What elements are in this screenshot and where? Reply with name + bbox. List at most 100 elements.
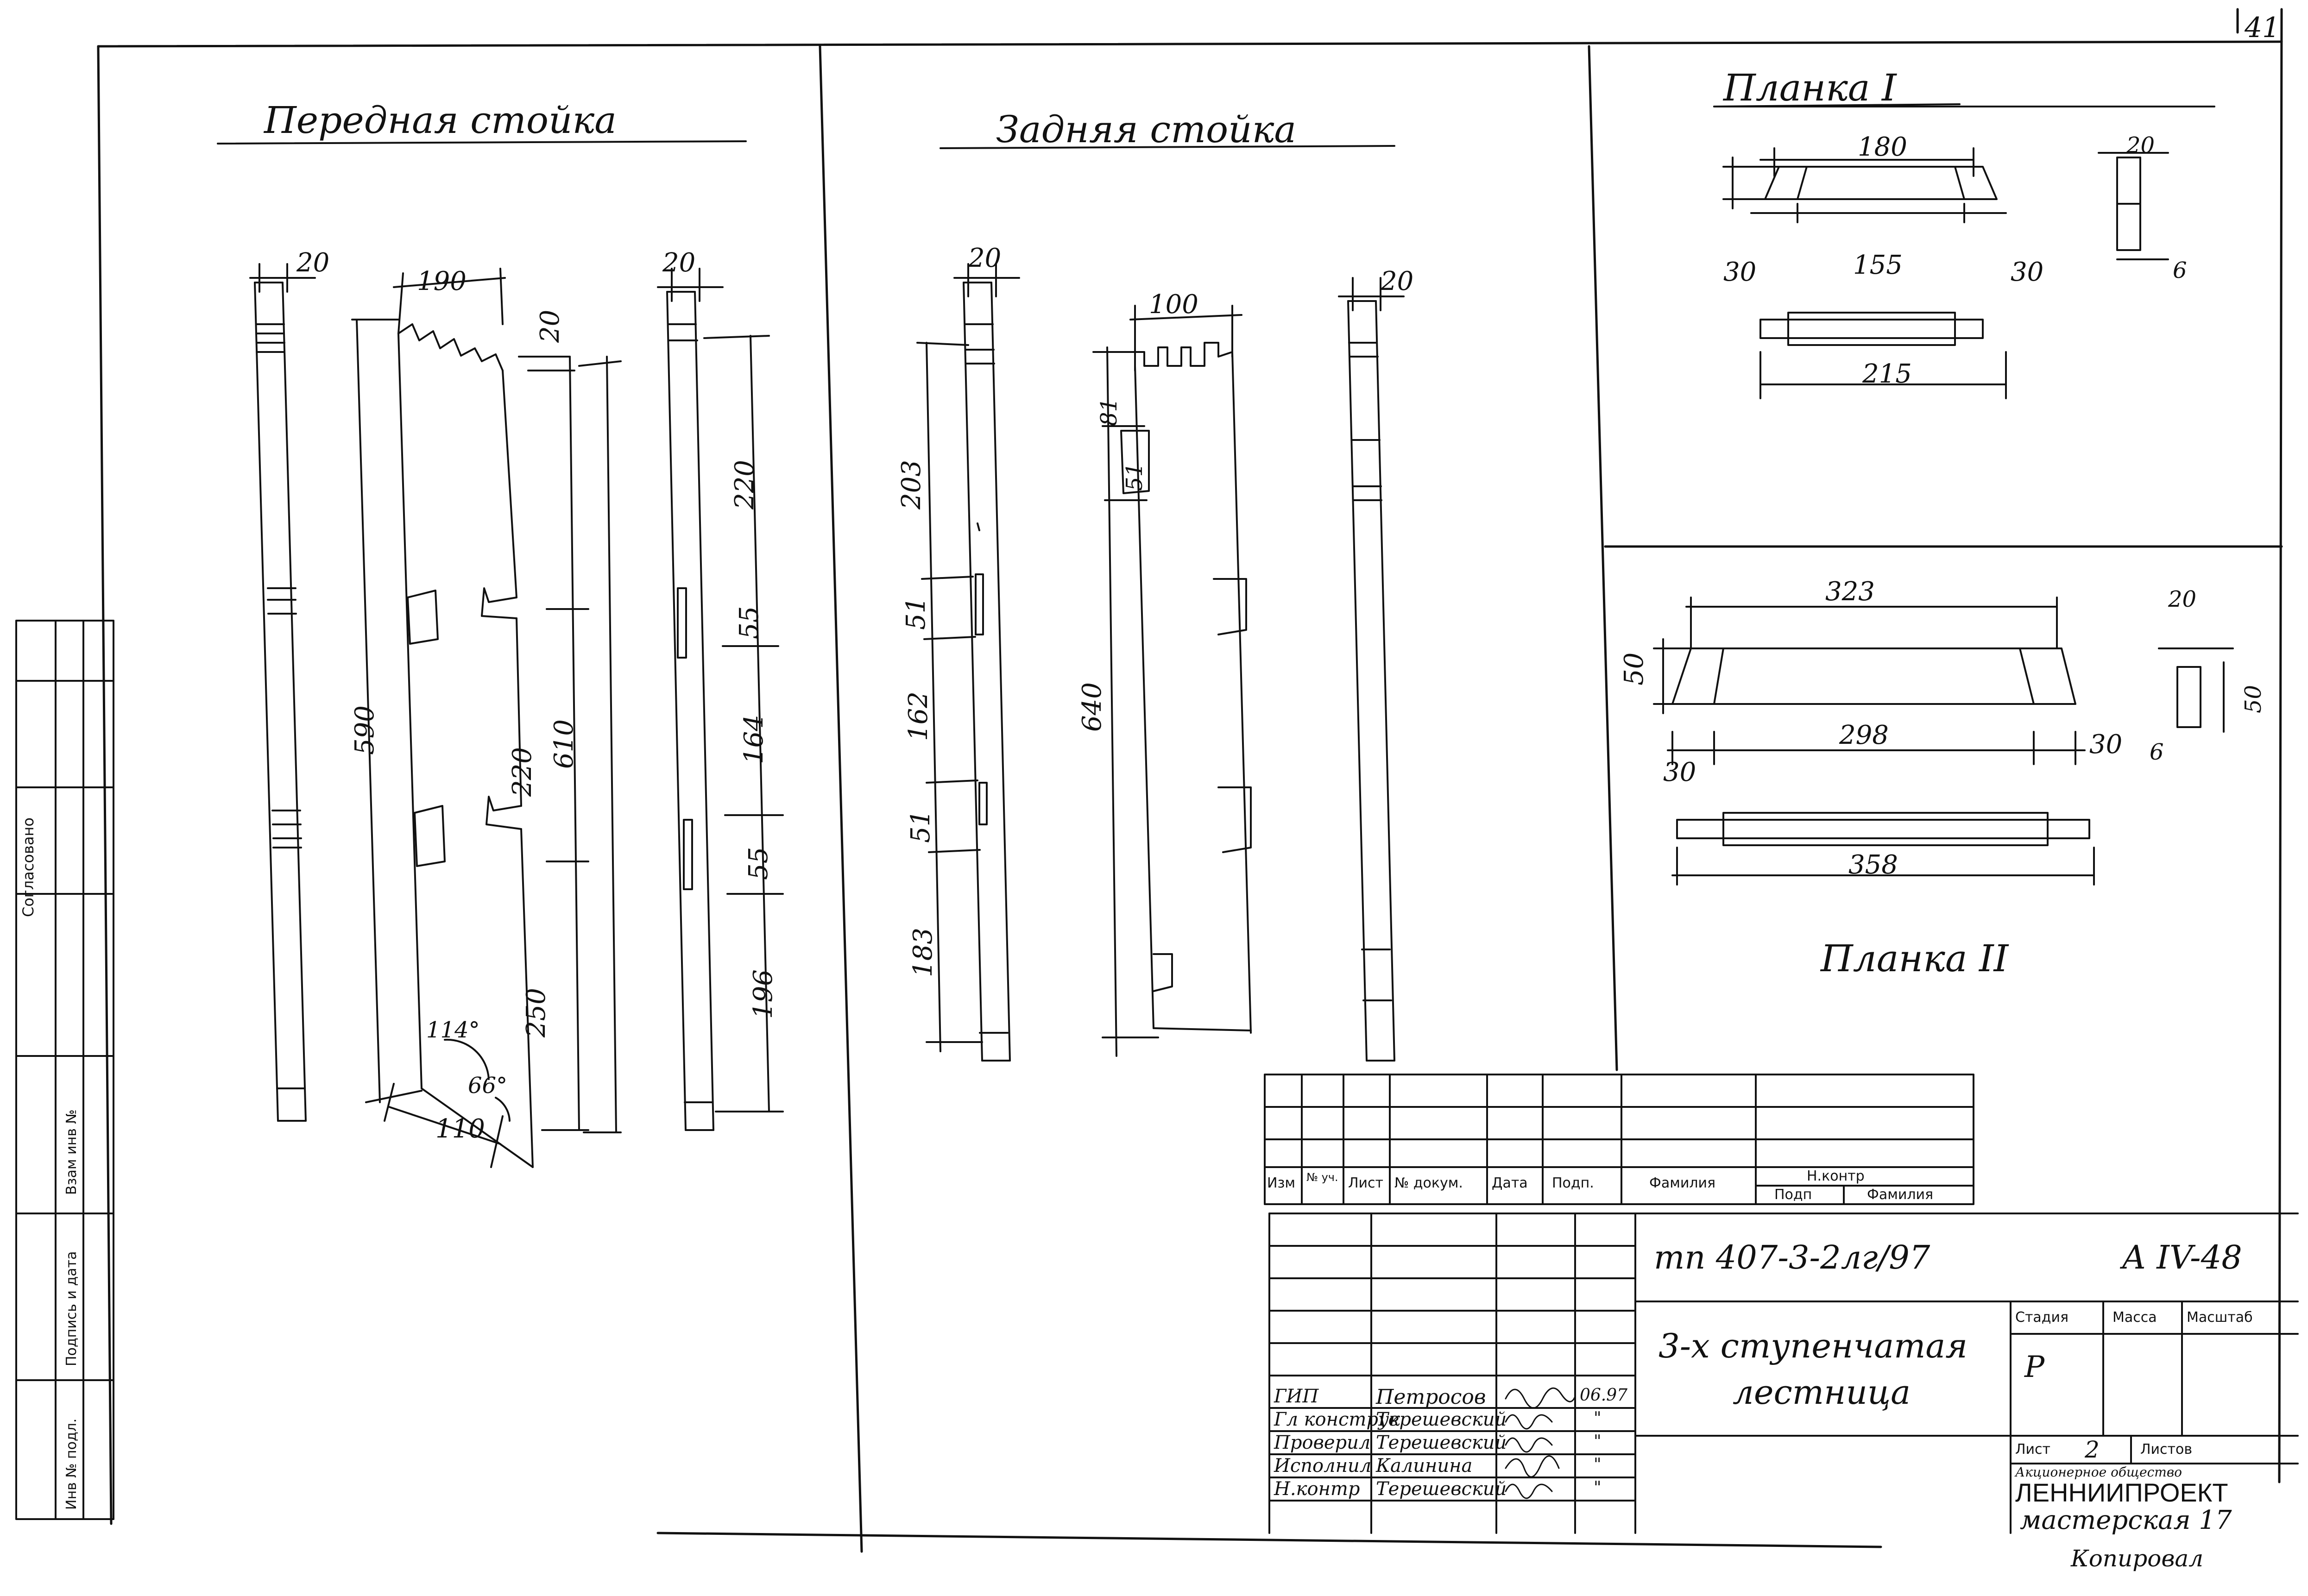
interchange-label: Взам инв №	[63, 1109, 80, 1195]
plank-2-drawing	[1653, 597, 2234, 886]
dimension-label: 323	[1825, 577, 1875, 607]
copy-stamp: Копировал	[2071, 1545, 2204, 1572]
dimension-label: 20	[296, 248, 330, 278]
workshop-name: мастерская 17	[2020, 1505, 2232, 1535]
date-gip: 06.97	[1580, 1386, 1628, 1405]
dimension-label: 220	[730, 460, 760, 509]
date-checked: "	[1594, 1432, 1602, 1451]
angle-label: 66°	[468, 1073, 508, 1099]
front-post-edge-view	[249, 263, 316, 1122]
norm-sub-signature: Подп	[1774, 1187, 1812, 1203]
name-checked: Терешевский	[1376, 1432, 1507, 1453]
dimension-label: 190	[417, 266, 467, 296]
title-block-grid	[1268, 1213, 2299, 1534]
dimension-label: 50	[1619, 652, 1649, 685]
view-title-underlines	[217, 103, 1961, 149]
rev-header-change: Изм	[1267, 1175, 1296, 1191]
title-line-2: лестница	[1733, 1373, 1911, 1412]
role-chief-designer: Гл конструк	[1274, 1409, 1400, 1430]
rear-post-edge-view	[916, 263, 1020, 1062]
rev-header-date: Дата	[1492, 1175, 1528, 1191]
sheets-label: Листов	[2140, 1441, 2193, 1458]
project-code: тп 407-3-2лг/97	[1654, 1238, 1930, 1276]
signature-date-label: Подпись и дата	[63, 1251, 80, 1367]
dimension-label: 20	[1381, 266, 1414, 296]
dimension-label: 30	[2011, 257, 2044, 287]
dimension-label: 155	[1853, 250, 1903, 280]
dimension-label: 298	[1839, 720, 1889, 750]
date-norm-control: "	[1594, 1478, 1602, 1497]
stage-header: Стадия	[2015, 1309, 2069, 1326]
sheet-label: Лист	[2015, 1441, 2051, 1458]
dimension-label: 51	[1122, 462, 1148, 491]
dimension-label: 81	[1096, 397, 1122, 426]
plank-1-drawing	[1713, 106, 2215, 399]
agreed-label: Согласовано	[19, 817, 37, 917]
dimension-label: 100	[1149, 289, 1198, 320]
dimension-label: 55	[734, 606, 764, 639]
dimension-label: 20	[662, 248, 696, 278]
dimension-label: 30	[1723, 257, 1757, 287]
rev-header-sheet: Лист	[1348, 1175, 1384, 1191]
role-checked: Проверил	[1274, 1432, 1371, 1453]
angle-label: 114°	[426, 1017, 480, 1043]
dimension-label: 358	[1848, 850, 1898, 880]
dimension-label: 30	[1663, 757, 1696, 787]
dimension-label: 250	[521, 988, 551, 1037]
sheet-frame	[97, 8, 2283, 1553]
signatures	[1505, 1387, 1576, 1499]
front-post-profile	[351, 268, 622, 1168]
dimension-label: 220	[507, 747, 537, 797]
rev-header-item: № уч.	[1306, 1171, 1338, 1184]
name-norm-control: Терешевский	[1376, 1478, 1507, 1500]
sheet-number: 41	[2245, 12, 2280, 44]
dimension-label: 51	[906, 810, 936, 843]
dimension-label: 20	[968, 243, 1002, 273]
front-post-title: Передная стойка	[264, 99, 617, 142]
dimension-label: 30	[2089, 729, 2123, 760]
rev-header-surname: Фамилия	[1649, 1175, 1716, 1191]
dimension-label: 180	[1858, 132, 1907, 162]
rev-header-signature: Подп.	[1552, 1175, 1594, 1191]
album-number: А IV-48	[2122, 1238, 2242, 1276]
sheet-value: 2	[2085, 1436, 2100, 1463]
role-norm-control: Н.контр	[1274, 1478, 1360, 1500]
dimension-label: 20	[2168, 586, 2197, 612]
revision-table-grid	[1264, 1074, 1974, 1205]
dimension-label: 20	[2126, 132, 2155, 158]
organization-name: ЛЕННИИПРОЕКТ	[2015, 1478, 2228, 1507]
norm-control-label: Н.контр	[1807, 1168, 1865, 1184]
dimension-label: 6	[2150, 739, 2164, 765]
dimension-label: 183	[908, 928, 938, 977]
dimension-label: 20	[535, 309, 565, 343]
mass-header: Масса	[2113, 1309, 2157, 1326]
plank-2-title: Планка II	[1821, 937, 2009, 980]
dimension-label: 590	[350, 705, 380, 755]
scale-header: Масштаб	[2187, 1309, 2253, 1326]
date-executed: "	[1594, 1455, 1602, 1474]
front-post-edge-right	[657, 268, 784, 1131]
stage-value: Р	[2024, 1350, 2045, 1384]
name-gip: Петросов	[1376, 1385, 1486, 1409]
dimension-label: 215	[1862, 359, 1912, 389]
org-small: Акционерное общество	[2015, 1464, 2182, 1480]
role-gip: ГИП	[1274, 1386, 1319, 1407]
side-stamp-frame	[15, 620, 114, 1520]
dimension-label: 51	[901, 597, 931, 630]
dimension-label: 203	[896, 460, 927, 509]
name-chief-designer: Терешевский	[1376, 1409, 1507, 1430]
date-chief-designer: "	[1594, 1409, 1602, 1428]
title-line-1: 3-х ступенчатая	[1658, 1326, 1967, 1365]
rev-header-document: № докум.	[1394, 1175, 1463, 1191]
dimension-label: 162	[903, 691, 933, 741]
dimension-label: 50	[2240, 685, 2266, 713]
rear-post-edge-right	[1338, 277, 1405, 1062]
dimension-label: 6	[2173, 258, 2187, 283]
name-executed: Калинина	[1376, 1455, 1473, 1477]
rear-post-profile	[1092, 305, 1252, 1057]
dimension-label: 110	[435, 1114, 485, 1144]
role-executed: Исполнил	[1274, 1455, 1372, 1477]
norm-sub-surname: Фамилия	[1867, 1187, 1934, 1203]
